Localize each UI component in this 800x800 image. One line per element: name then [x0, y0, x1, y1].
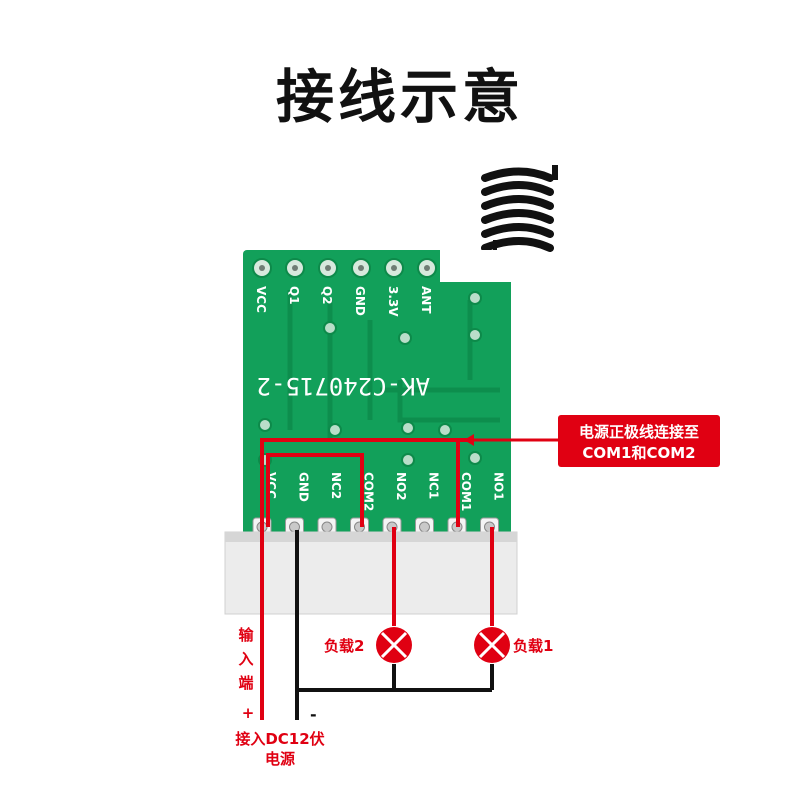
load-1-lamp-icon	[474, 627, 510, 663]
input-line-1: 接入DC12伏	[235, 730, 324, 748]
bottom-pin-label-5: NC1	[427, 472, 441, 499]
input-minus-sign: -	[310, 705, 317, 724]
page-title: 接线示意	[275, 63, 524, 131]
top-pin-label-3: GND	[353, 286, 367, 316]
bottom-pin-label-2: NC2	[329, 472, 343, 499]
callout-box	[558, 415, 720, 467]
bottom-pin-label-4: NO2	[394, 472, 408, 501]
bottom-pin-label-6: COM1	[459, 472, 473, 511]
input-plus-sign: +	[242, 704, 255, 722]
board-model-label: AK-C240715-2	[257, 372, 430, 400]
positive-wiring	[260, 438, 494, 720]
load-2-label: 负载2	[324, 637, 364, 655]
callout-line-2: COM1和COM2	[582, 444, 695, 462]
terminal-block	[224, 531, 518, 615]
top-pin-label-5: ANT	[419, 286, 433, 314]
input-char-2: 入	[238, 650, 253, 668]
load-1-label: 负载1	[513, 637, 553, 655]
bottom-pin-label-1: GND	[297, 472, 311, 502]
receiver-board	[243, 250, 511, 535]
bottom-pin-label-3: COM2	[362, 472, 376, 511]
antenna-coil-icon	[481, 165, 558, 270]
input-line-2: 电源	[265, 750, 295, 768]
top-pin-label-1: Q1	[287, 286, 301, 305]
negative-wiring	[295, 530, 494, 720]
top-pin-label-4: 3.3V	[386, 286, 400, 317]
input-char-3: 端	[238, 674, 253, 692]
bottom-pin-label-7: NO1	[492, 472, 506, 501]
top-pin-label-2: Q2	[320, 286, 334, 305]
top-pin-row: VCC Q1 Q2 GND 3.3V ANT	[252, 258, 437, 317]
callout-line-1: 电源正极线连接至	[579, 423, 699, 441]
load-2-lamp-icon	[376, 627, 412, 663]
input-char-1: 输	[238, 626, 254, 644]
top-pin-label-0: VCC	[254, 286, 268, 313]
callout-arrow-icon	[464, 434, 474, 446]
